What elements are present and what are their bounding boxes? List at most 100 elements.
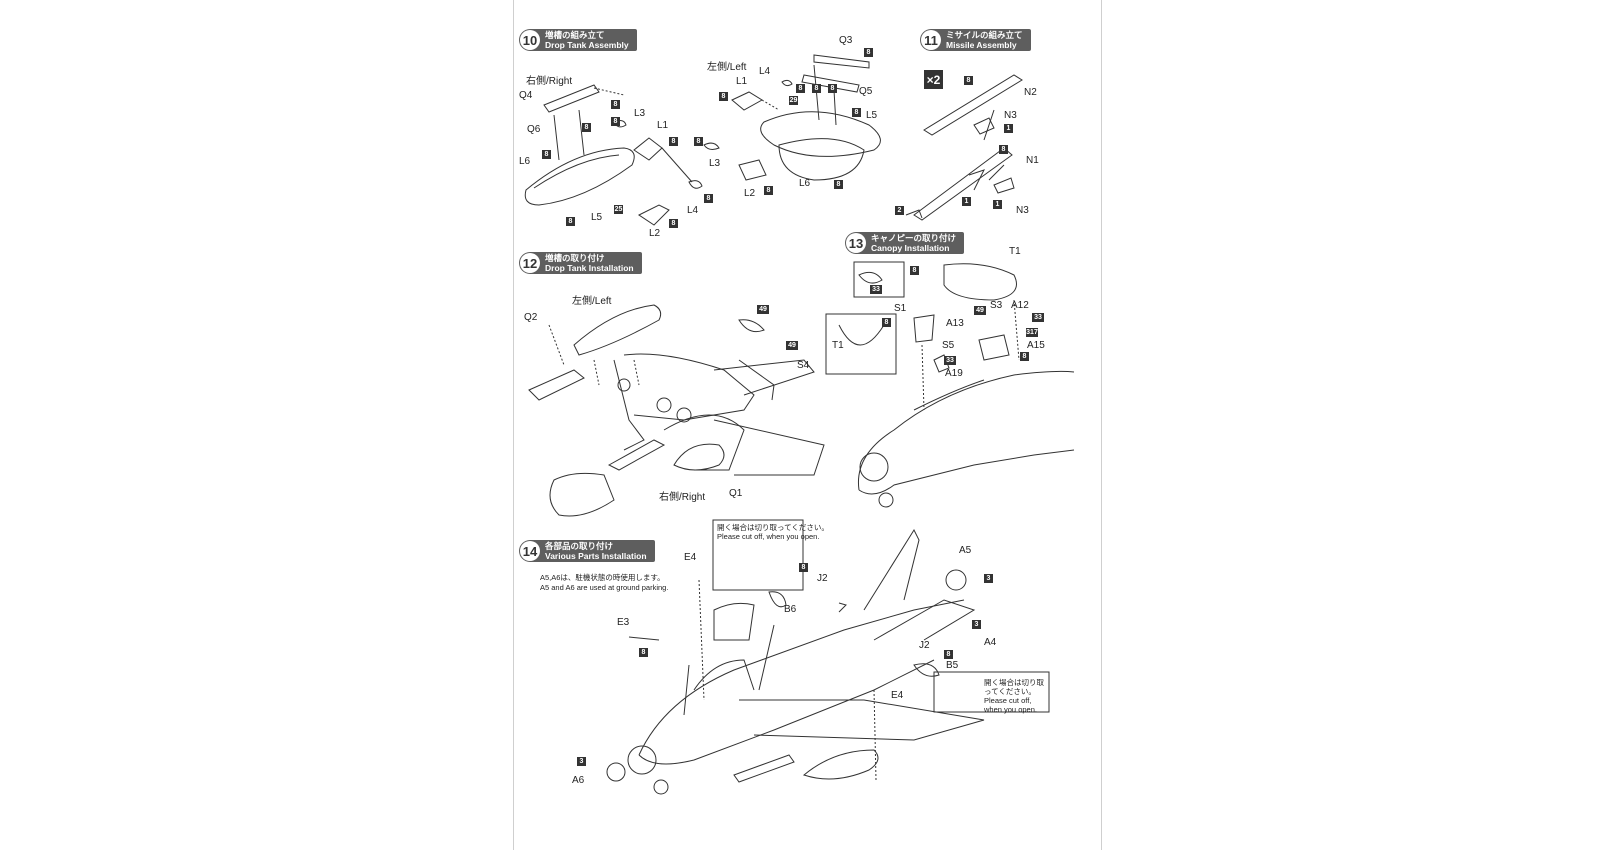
aircraft-step12-diagram [528,304,825,517]
paint-badge: 49 [757,305,769,314]
paint-badge: 8 [764,186,773,195]
step-number: 12 [520,253,540,273]
paint-badge: 3 [577,757,586,766]
part-label: Q6 [527,124,541,135]
paint-badge: 8 [799,563,808,572]
cut-note-jp: 開く場合は切り取ってください。 [717,523,829,532]
step-title-jp: キャノピーの取り付け [871,233,957,243]
part-label: N3 [1016,205,1029,216]
step-title-en: Various Parts Installation [545,551,647,561]
paint-badge: 8 [719,92,728,101]
part-label: J2 [817,573,828,584]
paint-badge: 8 [704,194,713,203]
paint-badge: 8 [882,318,891,327]
paint-badge: 8 [582,123,591,132]
paint-badge: 8 [852,108,861,117]
step-title-en: Canopy Installation [871,243,950,253]
part-label: A19 [945,368,963,379]
part-label: 右側/Right [526,76,573,87]
part-label: S1 [894,303,907,314]
step-title-en: Drop Tank Assembly [545,40,629,50]
paint-badge: 8 [566,217,575,226]
paint-badge: 2 [895,206,904,215]
part-label: L6 [799,178,811,189]
part-label: L6 [519,156,531,167]
paint-badge: 8 [944,650,953,659]
aircraft-step14-diagram [606,519,1050,795]
step-number: 11 [921,30,941,50]
paint-badge: 8 [999,145,1008,154]
part-label: N1 [1026,155,1039,166]
part-label: L3 [634,108,646,119]
paint-badge: 8 [611,117,620,126]
paint-badge: 8 [1020,352,1029,361]
part-label: L2 [744,188,756,199]
step-title-en: Drop Tank Installation [545,263,634,273]
part-label: L4 [759,66,771,77]
part-label: A5 [959,545,972,556]
part-label: L2 [649,228,661,239]
part-label: E3 [617,617,630,628]
cut-note-jp: 開く場合は切り取ってください。 [984,678,1044,696]
part-label: L5 [866,110,878,121]
step-number: 10 [520,30,540,50]
part-label: L4 [687,205,699,216]
part-label: A4 [984,637,997,648]
drop-tank-right-diagram [524,84,703,226]
ground-note-en: A5 and A6 are used at ground parking. [540,583,669,592]
missile-diagram [905,74,1023,221]
paint-badge: 8 [812,84,821,93]
step-number: 13 [846,233,866,253]
part-label: E4 [684,552,697,563]
part-label: A6 [572,775,585,786]
paint-badge: 3 [984,574,993,583]
paint-badge: 29 [789,96,798,105]
step-title-jp: 増槽の取り付け [545,253,605,263]
paint-badge: 8 [694,137,703,146]
part-label: L3 [709,158,721,169]
step-title-jp: ミサイルの組み立て [946,30,1023,40]
paint-badge: 8 [639,648,648,657]
paint-badge: 1 [962,197,971,206]
paint-badge: 33 [944,356,956,365]
paint-badge: 8 [864,48,873,57]
part-label: L5 [591,212,603,223]
part-label: Q4 [519,90,533,101]
cut-note-en: Please cut off, when you open. [717,532,820,541]
part-label: Q2 [524,312,538,323]
paint-badge: 8 [964,76,973,85]
part-label: A15 [1027,340,1045,351]
paint-badge: 49 [974,306,986,315]
part-label: T1 [832,340,844,351]
part-label: 左側/Left [707,62,747,73]
quantity-x2-badge: ×2 [924,70,943,89]
part-label: 左側/Left [572,296,612,307]
part-label: A12 [1011,300,1029,311]
paint-badge: 8 [611,100,620,109]
part-label: Q5 [859,86,873,97]
part-label: S3 [990,300,1003,311]
paint-badge: 3 [972,620,981,629]
part-label: Q1 [729,488,743,499]
paint-badge: 8 [796,84,805,93]
paint-badge: 8 [910,266,919,275]
part-label: B6 [784,604,797,615]
part-label: L1 [657,120,669,131]
paint-badge: 49 [786,341,798,350]
paint-badge: 8 [834,180,843,189]
part-label: E4 [891,690,904,701]
part-label: B5 [946,660,959,671]
part-label: N3 [1004,110,1017,121]
paint-badge: 8 [669,137,678,146]
paint-badge: 317 [1026,328,1038,337]
part-label: T1 [1009,246,1021,257]
aircraft-step13-diagram [825,261,1075,508]
part-label: L1 [736,76,748,87]
ground-note-jp: A5,A6は、駐機状態の時使用します。 [540,573,665,582]
